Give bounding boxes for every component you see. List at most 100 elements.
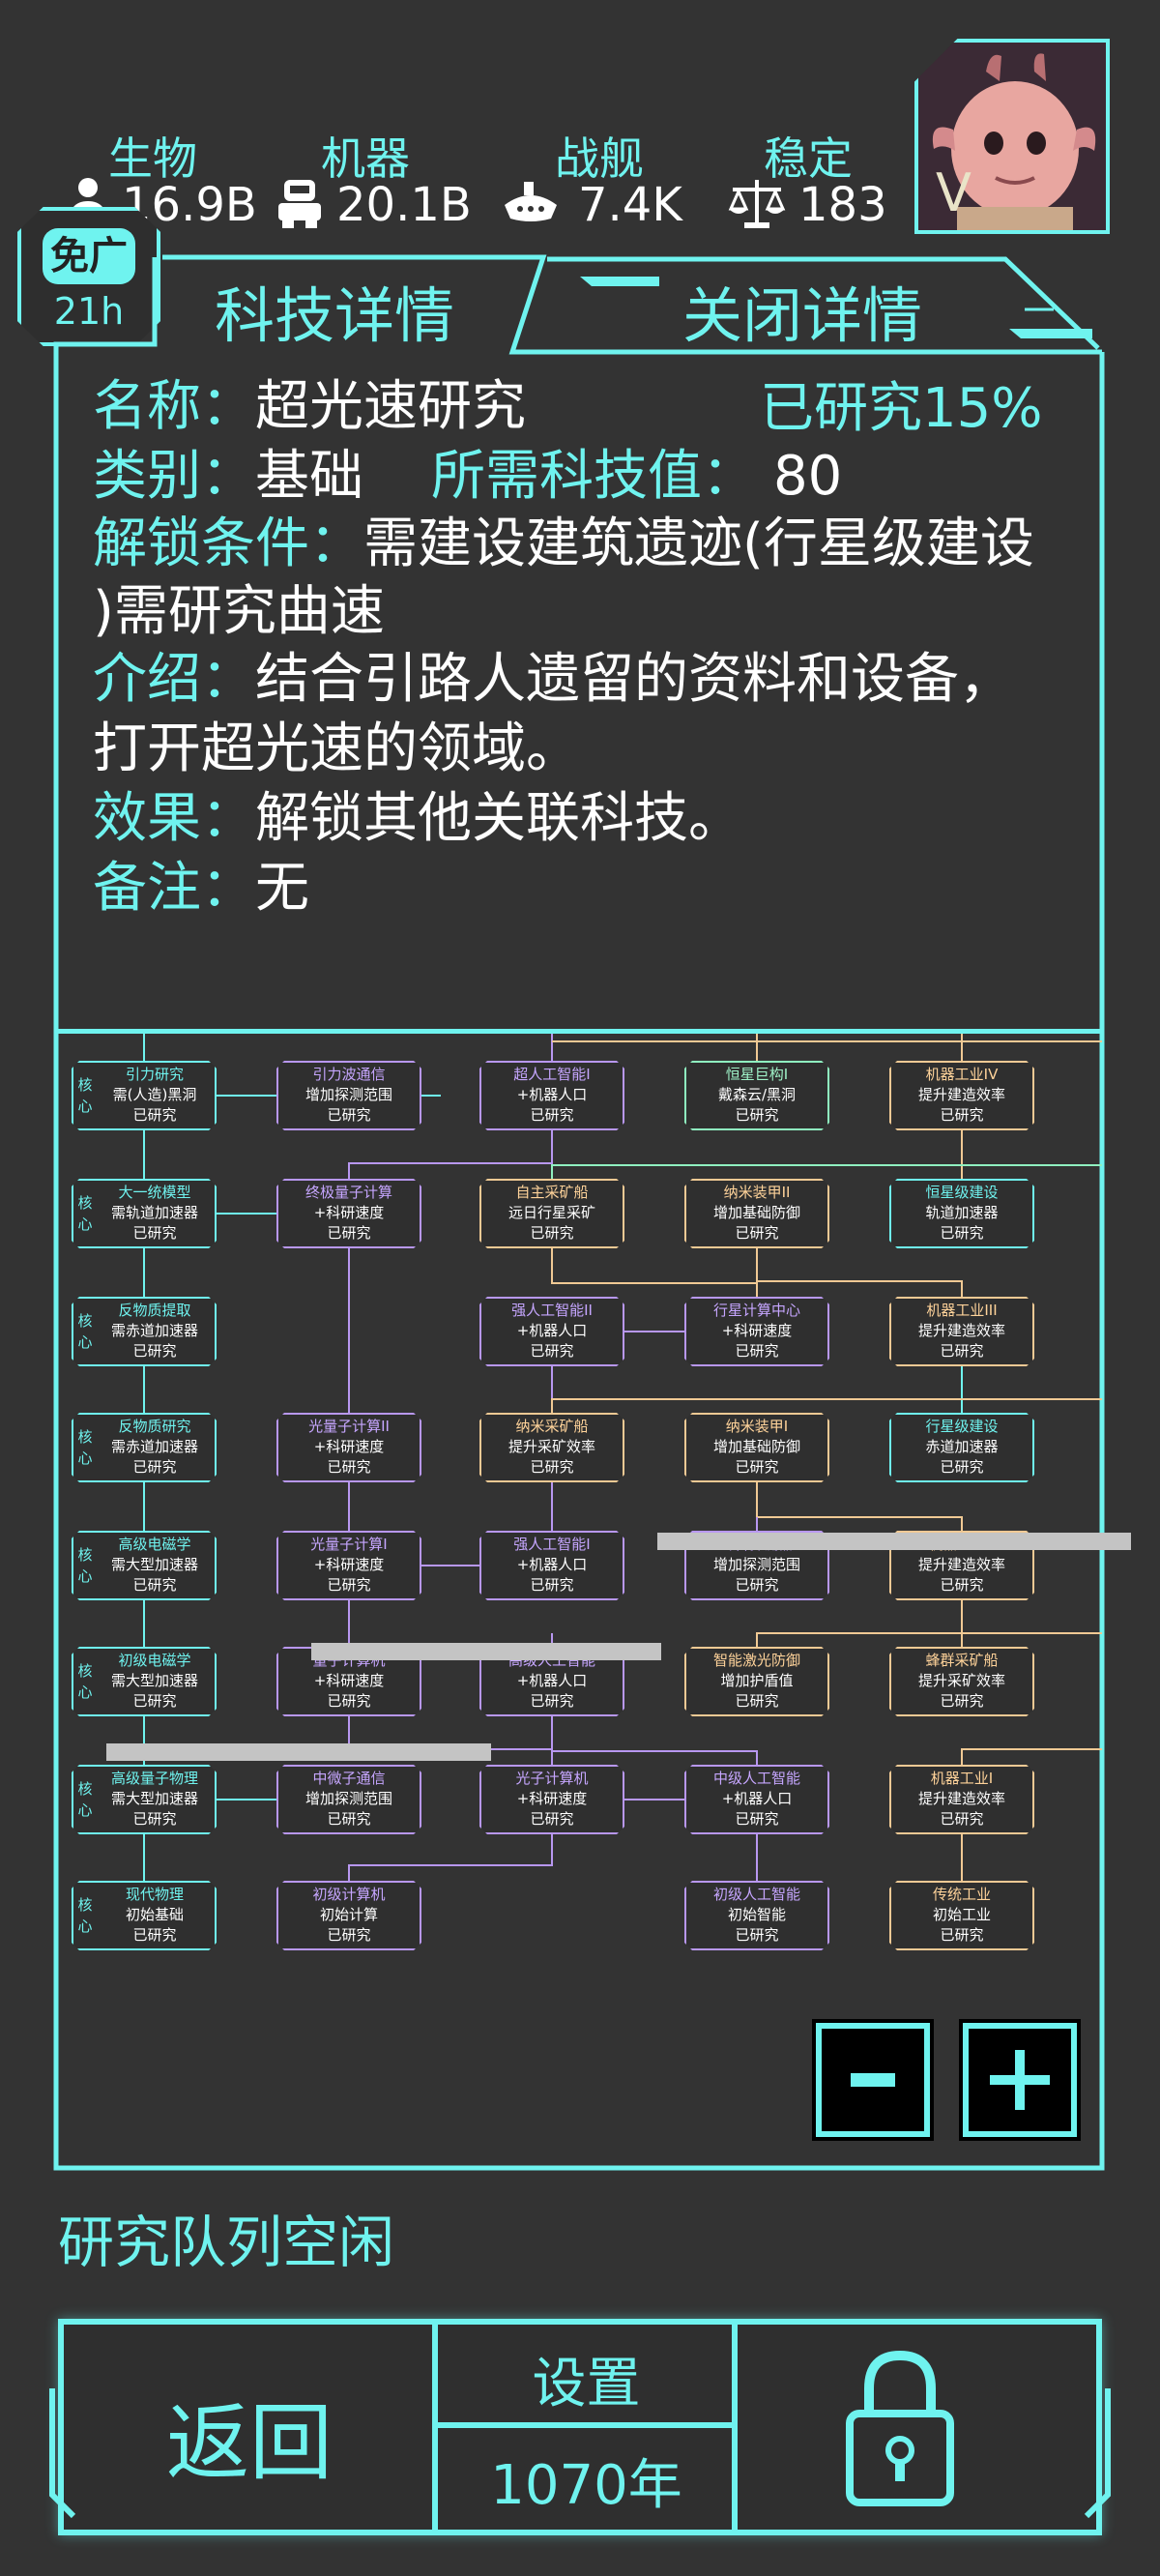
tech-node[interactable]: 核心大一统模型需轨道加速器已研究 (72, 1179, 217, 1248)
tech-node-desc: +科研速度 (313, 1556, 385, 1573)
tab-tech-detail[interactable]: 科技详情 (215, 280, 455, 351)
tech-node[interactable]: 智能激光防御增加护盾值已研究 (684, 1647, 829, 1716)
tech-node[interactable]: 中级人工智能+机器人口已研究 (684, 1765, 829, 1834)
tech-node[interactable]: 强人工智能I+机器人口已研究 (479, 1531, 624, 1600)
tech-node[interactable]: 核心反物质提取需赤道加速器已研究 (72, 1297, 217, 1366)
tech-node-title: 初级电磁学 (118, 1652, 191, 1669)
tech-node-desc: 需大型加速器 (110, 1672, 198, 1689)
core-tag: 核心 (77, 1896, 93, 1935)
tech-node[interactable]: 初级计算机初始计算已研究 (276, 1881, 421, 1950)
tech-node-status: 已研究 (530, 1458, 574, 1476)
tech-node[interactable]: 核心引力研究需(人造)黑洞已研究 (72, 1061, 217, 1130)
tech-node-status: 已研究 (735, 1810, 779, 1828)
tech-node-desc: +科研速度 (313, 1204, 385, 1221)
tech-node-title: 机器工业I (930, 1770, 994, 1787)
tech-node[interactable]: 核心初级电磁学需大型加速器已研究 (72, 1647, 217, 1716)
core-tag: 核心 (77, 1428, 93, 1467)
tech-node-desc: 增加基础防御 (712, 1438, 800, 1455)
avatar-badge: V (936, 162, 972, 223)
redaction-bar (106, 1743, 491, 1761)
core-tag: 核心 (77, 1194, 93, 1233)
tree-connector (756, 1482, 963, 1531)
tech-node-title: 引力研究 (125, 1066, 184, 1083)
tech-node-status: 已研究 (530, 1342, 574, 1360)
tech-node-status: 已研究 (735, 1106, 779, 1124)
tech-node[interactable]: 核心反物质研究需赤道加速器已研究 (72, 1413, 217, 1482)
tech-name: 超光速研究 (255, 375, 526, 438)
note-key: 备注： (93, 857, 255, 920)
tech-node[interactable]: 终极量子计算+科研速度已研究 (276, 1179, 421, 1248)
tech-node-status: 已研究 (940, 1810, 984, 1828)
tech-node[interactable]: 行星计算中心+科研速度已研究 (684, 1297, 829, 1366)
tech-node[interactable]: 光子计算机+科研速度已研究 (479, 1765, 624, 1834)
tech-node-title: 蜂群采矿船 (925, 1652, 999, 1669)
tech-node-desc: 提升采矿效率 (508, 1438, 595, 1455)
tech-node[interactable]: 纳米采矿船提升采矿效率已研究 (479, 1413, 624, 1482)
tech-node-status: 已研究 (327, 1810, 371, 1828)
tech-node[interactable]: 中微子通信增加探测范围已研究 (276, 1765, 421, 1834)
tech-node[interactable]: 引力波通信增加探测范围已研究 (276, 1061, 421, 1130)
tree-connector (348, 1130, 553, 1179)
tab-close-detail[interactable]: 关闭详情 (682, 280, 923, 351)
tech-node-status: 已研究 (530, 1106, 574, 1124)
tech-node[interactable]: 强人工智能II +机器人口已研究 (479, 1297, 624, 1366)
effect-value: 解锁其他关联科技。 (255, 787, 742, 850)
back-button[interactable]: 返回 (64, 2325, 435, 2530)
category-value: 基础 (255, 445, 363, 508)
tech-node-title: 纳米采矿船 (515, 1418, 589, 1435)
core-tag: 核心 (77, 1662, 93, 1701)
tech-node-status: 已研究 (940, 1106, 984, 1124)
tech-node-desc: +机器人口 (516, 1322, 588, 1339)
tech-tree-panel[interactable]: 核心引力研究需(人造)黑洞已研究引力波通信增加探测范围已研究超人工智能I+机器人… (58, 1029, 1131, 2168)
tech-node-title: 中微子通信 (312, 1770, 386, 1787)
intro-value-cont: 打开超光速的领域。 (93, 717, 580, 780)
tech-node-title: 行星级建设 (925, 1418, 999, 1435)
tech-node-desc: +机器人口 (721, 1790, 793, 1807)
tech-node-status: 已研究 (940, 1926, 984, 1944)
zoom-out-button[interactable] (812, 2019, 934, 2141)
tech-node[interactable]: 光量子计算I+科研速度已研究 (276, 1531, 421, 1600)
tech-node-desc: +科研速度 (516, 1790, 588, 1807)
tech-node-desc: 戴森云/黑洞 (717, 1086, 797, 1103)
zoom-in-button[interactable] (959, 2019, 1081, 2141)
tech-node[interactable]: 核心现代物理初始基础已研究 (72, 1881, 217, 1950)
plus-icon (990, 2050, 1050, 2110)
ad-free-badge[interactable]: 免广 21h (17, 207, 160, 346)
tech-node[interactable]: 初级人工智能初始智能已研究 (684, 1881, 829, 1950)
player-avatar[interactable]: V (914, 39, 1110, 234)
tech-node-desc: 需赤道加速器 (110, 1438, 198, 1455)
tech-node-status: 已研究 (735, 1692, 779, 1710)
tech-node[interactable]: 蜂群采矿船提升采矿效率已研究 (889, 1647, 1034, 1716)
tech-node[interactable]: 光量子计算II+科研速度已研究 (276, 1413, 421, 1482)
tech-node[interactable]: 传统工业初始工业已研究 (889, 1881, 1034, 1950)
tech-node-status: 已研究 (940, 1342, 984, 1360)
tech-node-title: 初级人工智能 (712, 1886, 800, 1903)
tech-node-status: 已研究 (327, 1224, 371, 1242)
tech-node-desc: 赤道加速器 (925, 1438, 999, 1455)
lock-button[interactable] (738, 2325, 1096, 2530)
tech-node-title: 高级电磁学 (118, 1536, 191, 1553)
tech-node[interactable]: 超人工智能I+机器人口已研究 (479, 1061, 624, 1130)
tech-node[interactable]: 行星级建设赤道加速器已研究 (889, 1413, 1034, 1482)
tech-node[interactable]: 自主采矿船远日行星采矿已研究 (479, 1179, 624, 1248)
tech-node-desc: 初始工业 (932, 1906, 991, 1923)
resource-label-machine: 机器 (321, 132, 410, 185)
tech-node-desc: 增加探测范围 (304, 1086, 392, 1103)
game-year: 1070年 (438, 2428, 735, 2530)
tech-node[interactable]: 恒星级建设轨道加速器已研究 (889, 1179, 1034, 1248)
research-progress: 已研究15% (760, 377, 1043, 440)
tree-connector (551, 1164, 1102, 1179)
resource-value-stability: 183 (798, 178, 887, 232)
tech-node-status: 已研究 (735, 1458, 779, 1476)
tech-node[interactable]: 核心高级量子物理需大型加速器已研究 (72, 1765, 217, 1834)
tech-node[interactable]: 核心高级电磁学需大型加速器已研究 (72, 1531, 217, 1600)
settings-button[interactable]: 设置 (438, 2325, 735, 2425)
tech-node-desc: +机器人口 (516, 1086, 588, 1103)
tech-node-title: 强人工智能II (511, 1302, 593, 1319)
